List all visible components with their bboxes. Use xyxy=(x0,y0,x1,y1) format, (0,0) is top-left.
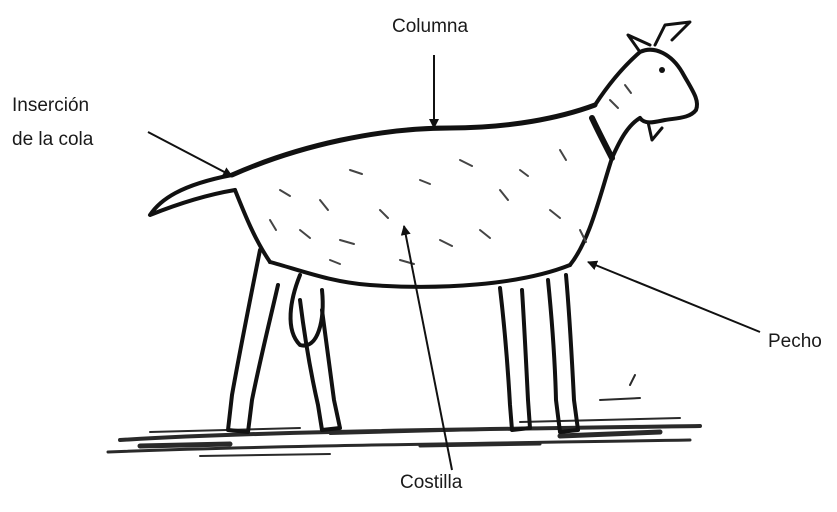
label-insercion-cola-line1: Inserción xyxy=(12,92,89,119)
arrow-insercion-cola xyxy=(148,132,232,176)
ground-shadow xyxy=(108,375,700,456)
label-costilla: Costilla xyxy=(400,469,462,496)
label-columna: Columna xyxy=(392,13,468,40)
arrow-costilla xyxy=(404,226,452,470)
label-insercion-cola-line2: de la cola xyxy=(12,126,93,153)
goat-body xyxy=(150,22,697,432)
arrow-pecho xyxy=(588,262,760,332)
label-pecho: Pecho xyxy=(768,328,822,355)
